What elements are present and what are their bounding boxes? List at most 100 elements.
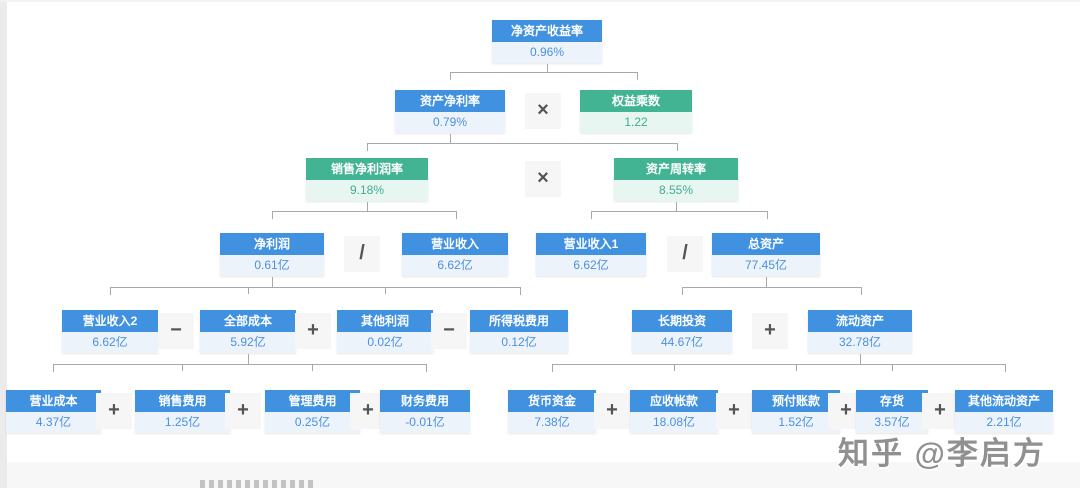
node-net-profit: 净利润 0.61亿 xyxy=(220,233,324,276)
divide-operator: / xyxy=(667,236,703,272)
node-other-profit: 其他利润 0.02亿 xyxy=(337,310,433,353)
connector-tick xyxy=(312,364,313,371)
node-revenue-1-value: 6.62亿 xyxy=(536,255,646,276)
node-admin-expense-label: 管理费用 xyxy=(265,390,360,412)
node-revenue-2: 营业收入2 6.62亿 xyxy=(62,310,158,353)
node-asset-turnover: 资产周转率 8.55% xyxy=(614,158,738,201)
subtract-operator: − xyxy=(431,313,467,349)
node-other-profit-value: 0.02亿 xyxy=(337,332,433,353)
node-roe-label: 净资产收益率 xyxy=(492,20,602,42)
node-long-term-investment-label: 长期投资 xyxy=(632,310,732,332)
node-finance-expense-value: -0.01亿 xyxy=(380,412,470,433)
node-cash: 货币资金 7.38亿 xyxy=(508,390,596,433)
node-long-term-investment-value: 44.67亿 xyxy=(632,332,732,353)
connector-tick xyxy=(385,287,386,294)
add-operator: + xyxy=(752,313,788,349)
connector-bracket xyxy=(552,364,1006,372)
node-admin-expense: 管理费用 0.25亿 xyxy=(265,390,360,433)
multiply-operator: × xyxy=(525,93,561,129)
node-selling-expense: 销售费用 1.25亿 xyxy=(135,390,230,433)
node-cash-label: 货币资金 xyxy=(508,390,596,412)
node-other-current-assets: 其他流动资产 2.21亿 xyxy=(955,390,1053,433)
node-return-on-assets-label: 资产净利率 xyxy=(395,90,505,112)
node-asset-turnover-label: 资产周转率 xyxy=(614,158,738,180)
node-prepayments-value: 1.52亿 xyxy=(752,412,840,433)
add-operator: + xyxy=(295,313,331,349)
node-current-assets-label: 流动资产 xyxy=(808,310,912,332)
node-finance-expense: 财务费用 -0.01亿 xyxy=(380,390,470,433)
node-revenue-2-value: 6.62亿 xyxy=(62,332,158,353)
add-operator: + xyxy=(594,393,630,429)
connector-stub xyxy=(676,202,677,211)
node-current-assets-value: 32.78亿 xyxy=(808,332,912,353)
top-edge-line xyxy=(0,0,1080,2)
node-net-sales-margin-label: 销售净利润率 xyxy=(306,158,428,180)
node-total-cost-value: 5.92亿 xyxy=(200,332,296,353)
node-return-on-assets: 资产净利率 0.79% xyxy=(395,90,505,133)
connector-bracket xyxy=(367,143,678,151)
connector-tick xyxy=(892,364,893,371)
add-operator: + xyxy=(922,393,958,429)
connector-bracket xyxy=(53,364,427,372)
node-selling-expense-label: 销售费用 xyxy=(135,390,230,412)
node-asset-turnover-value: 8.55% xyxy=(614,180,738,201)
node-admin-expense-value: 0.25亿 xyxy=(265,412,360,433)
connector-stub xyxy=(248,354,249,364)
subtract-operator: − xyxy=(158,313,194,349)
node-current-assets: 流动资产 32.78亿 xyxy=(808,310,912,353)
add-operator: + xyxy=(716,393,752,429)
connector-tick xyxy=(248,287,249,294)
node-total-assets-value: 77.45亿 xyxy=(712,255,820,276)
connector-tick xyxy=(796,364,797,371)
connector-bracket xyxy=(110,287,521,295)
node-return-on-assets-value: 0.79% xyxy=(395,112,505,133)
node-accounts-receivable-value: 18.08亿 xyxy=(630,412,718,433)
divide-operator: / xyxy=(344,236,380,272)
node-long-term-investment: 长期投资 44.67亿 xyxy=(632,310,732,353)
node-prepayments: 预付账款 1.52亿 xyxy=(752,390,840,433)
node-operating-cost-value: 4.37亿 xyxy=(6,412,101,433)
node-total-assets-label: 总资产 xyxy=(712,233,820,255)
node-net-sales-margin-value: 9.18% xyxy=(306,180,428,201)
node-cash-value: 7.38亿 xyxy=(508,412,596,433)
node-roe-value: 0.96% xyxy=(492,42,602,63)
add-operator: + xyxy=(225,393,261,429)
zhihu-watermark: 知乎 @李启方 xyxy=(838,436,1046,471)
connector-stub xyxy=(450,134,451,143)
node-other-current-assets-value: 2.21亿 xyxy=(955,412,1053,433)
node-selling-expense-value: 1.25亿 xyxy=(135,412,230,433)
node-prepayments-label: 预付账款 xyxy=(752,390,840,412)
node-net-profit-value: 0.61亿 xyxy=(220,255,324,276)
node-income-tax: 所得税费用 0.12亿 xyxy=(470,310,568,353)
node-revenue-value: 6.62亿 xyxy=(402,255,508,276)
node-accounts-receivable-label: 应收帐款 xyxy=(630,390,718,412)
connector-stub xyxy=(766,277,767,287)
node-operating-cost-label: 营业成本 xyxy=(6,390,101,412)
node-equity-multiplier-label: 权益乘数 xyxy=(580,90,692,112)
node-other-current-assets-label: 其他流动资产 xyxy=(955,390,1053,412)
node-revenue-1-label: 营业收入1 xyxy=(536,233,646,255)
multiply-operator: × xyxy=(525,161,561,197)
connector-stub xyxy=(367,202,368,211)
node-equity-multiplier-value: 1.22 xyxy=(580,112,692,133)
connector-stub xyxy=(860,354,861,364)
node-total-cost-label: 全部成本 xyxy=(200,310,296,332)
node-income-tax-label: 所得税费用 xyxy=(470,310,568,332)
connector-bracket xyxy=(450,72,638,80)
connector-tick xyxy=(674,364,675,371)
node-revenue: 营业收入 6.62亿 xyxy=(402,233,508,276)
node-total-assets: 总资产 77.45亿 xyxy=(712,233,820,276)
node-roe: 净资产收益率 0.96% xyxy=(492,20,602,63)
connector-tick xyxy=(182,364,183,371)
node-total-cost: 全部成本 5.92亿 xyxy=(200,310,296,353)
connector-bracket xyxy=(591,211,768,219)
node-finance-expense-label: 财务费用 xyxy=(380,390,470,412)
node-other-profit-label: 其他利润 xyxy=(337,310,433,332)
left-edge-strip xyxy=(0,0,7,488)
connector-bracket xyxy=(682,287,862,295)
connector-stub xyxy=(272,277,273,287)
node-inventory: 存货 3.57亿 xyxy=(856,390,928,433)
node-accounts-receivable: 应收帐款 18.08亿 xyxy=(630,390,718,433)
connector-stub xyxy=(547,64,548,72)
